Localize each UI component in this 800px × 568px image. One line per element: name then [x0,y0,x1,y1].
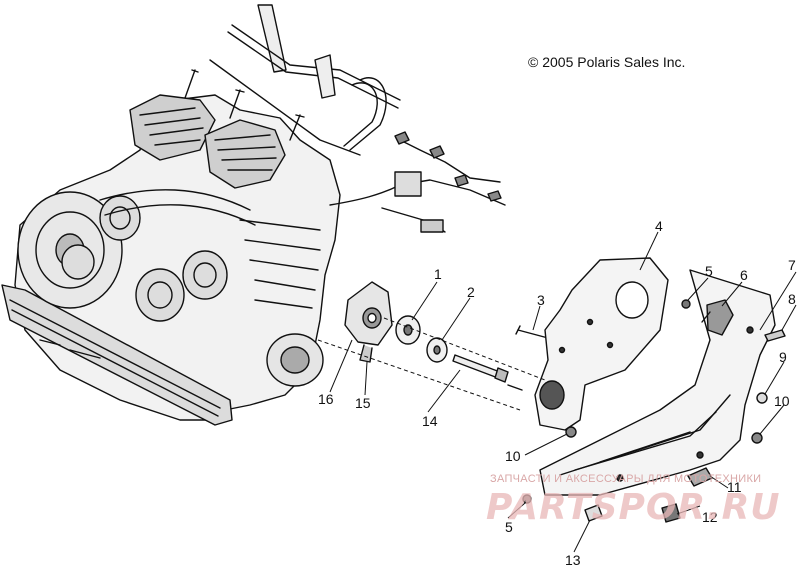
nut-5-upper [681,299,691,309]
callout-16: 16 [318,391,334,407]
callout-15: 15 [355,395,371,411]
callout-11: 11 [727,479,742,495]
nut-5-lower [522,494,532,504]
callout-3: 3 [537,292,545,308]
throttle-body-center [61,244,95,280]
callout-13: 13 [565,552,581,568]
callout-4: 4 [655,218,663,234]
callout-2: 2 [467,284,475,300]
callout-5-lower: 5 [505,519,513,535]
throttle-body-right [182,250,228,300]
callout-10-left: 10 [505,448,521,464]
sensor-6 [706,299,734,336]
nut-10-left [565,426,577,438]
watermark-subtitle: ЗАПЧАСТИ И АКСЕССУАРЫ ДЛЯ МОТОТЕХНИКИ [490,473,762,485]
wiring-harness [329,131,506,233]
leader-lines [317,231,797,553]
clip-11 [687,467,713,487]
callout-9: 9 [779,349,787,365]
callout-5-upper: 5 [705,263,713,279]
cylinder-head-right [204,119,286,189]
engine-assembly [1,69,341,426]
pin-13 [584,504,603,522]
callout-7: 7 [788,257,796,273]
callout-10-right: 10 [774,393,790,409]
washer-9 [756,392,768,404]
nut-10-right [751,432,763,444]
stud-12 [661,503,681,523]
callout-8: 8 [788,291,796,307]
throttle-body-left [99,195,141,241]
callout-14: 14 [422,413,438,429]
pin-3 [517,329,549,339]
copyright-text: © 2005 Polaris Sales Inc. [528,54,686,70]
throttle-body-lower [135,268,185,322]
callout-12: 12 [702,509,718,525]
intake-manifold [99,189,251,211]
bolt-14 [452,354,501,379]
callout-1: 1 [434,266,442,282]
watermark-brand: PARTSPOR.RU [486,487,781,528]
bolt-8 [764,329,786,342]
frame-tubes [209,4,401,156]
callout-6: 6 [740,267,748,283]
